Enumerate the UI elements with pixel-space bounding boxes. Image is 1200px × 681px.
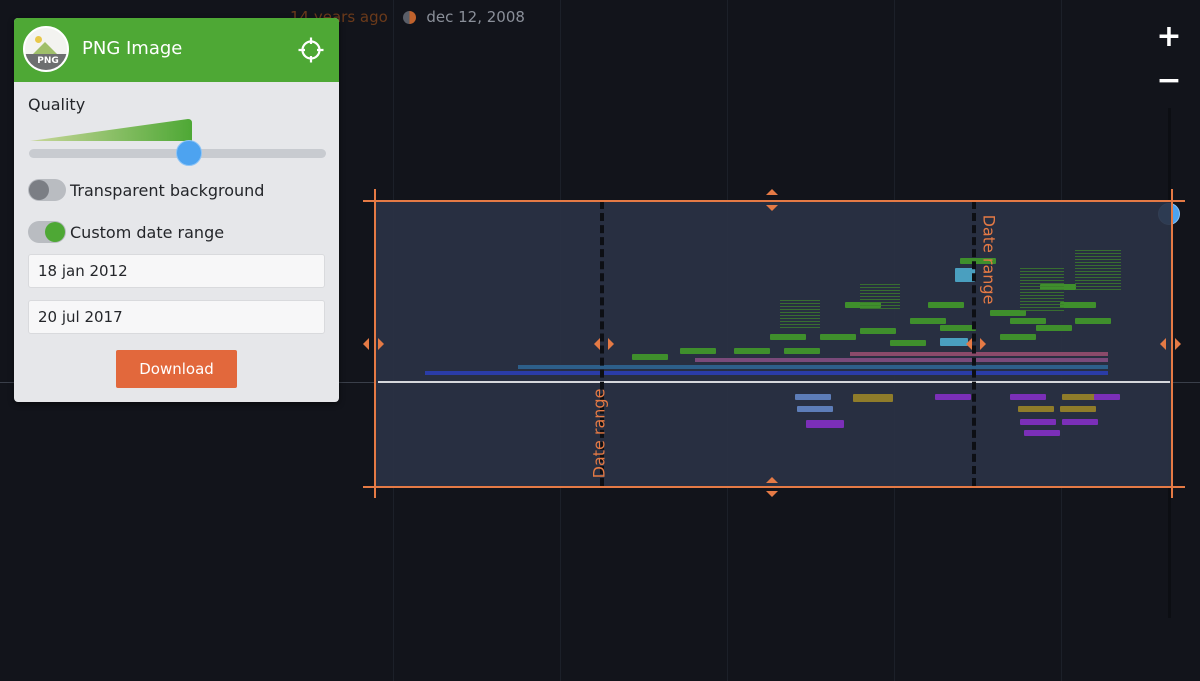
timeline-event (1060, 302, 1096, 308)
timeline-event (1010, 318, 1046, 324)
timeline-band (518, 365, 1108, 369)
timeline-event (940, 325, 976, 331)
range-start-marker[interactable] (600, 201, 604, 486)
toggle-knob (45, 222, 65, 242)
timeline-event (860, 328, 896, 334)
selection-top-edge[interactable] (363, 200, 1185, 202)
timeline-event (1094, 394, 1120, 400)
range-start-right-arrow-icon[interactable] (608, 338, 614, 350)
event-description (780, 300, 820, 328)
event-description (860, 284, 900, 310)
quality-label: Quality (28, 95, 86, 114)
plus-icon: + (1156, 19, 1182, 54)
event-description (1075, 250, 1121, 290)
timeline-event (806, 420, 844, 428)
timeline-event (940, 338, 968, 346)
range-end-label: Date range (979, 214, 999, 305)
timeline-event (1020, 419, 1056, 425)
timeline-event (928, 302, 964, 308)
resize-top-down-arrow-icon[interactable] (766, 205, 778, 211)
timeline-event (1060, 406, 1096, 412)
range-start-left-arrow-icon[interactable] (594, 338, 600, 350)
zoom-out-button[interactable]: − (1155, 66, 1183, 96)
timeline-event (795, 394, 831, 400)
timeline-event (1010, 394, 1046, 400)
timeline-event (853, 394, 893, 402)
event-description (1020, 268, 1064, 312)
download-button[interactable]: Download (116, 350, 237, 388)
timeline-event (935, 394, 971, 400)
timeline-event (784, 348, 820, 354)
timeline-band (850, 352, 1108, 356)
resize-left-arrow-icon[interactable] (378, 338, 384, 350)
current-date: dec 12, 2008 (426, 8, 525, 26)
custom-date-range-toggle[interactable] (28, 221, 66, 243)
end-date-field[interactable] (28, 300, 325, 334)
resize-right-arrow-icon[interactable] (1175, 338, 1181, 350)
export-selection-area[interactable] (375, 201, 1172, 486)
resize-top-up-arrow-icon[interactable] (766, 189, 778, 195)
timeline-event (1018, 406, 1054, 412)
timeline-event (1000, 334, 1036, 340)
resize-right-arrow-icon[interactable] (1160, 338, 1166, 350)
resize-bottom-up-arrow-icon[interactable] (766, 477, 778, 483)
timeline-band (425, 371, 1108, 375)
timeline-event (734, 348, 770, 354)
quality-slider-handle[interactable] (176, 140, 202, 166)
timeline-event (960, 258, 996, 264)
range-end-left-arrow-icon[interactable] (966, 338, 972, 350)
transparent-background-toggle[interactable] (28, 179, 66, 201)
timeline-event (910, 318, 946, 324)
custom-date-range-label: Custom date range (70, 223, 225, 242)
day-night-icon (402, 11, 416, 24)
png-badge-text: PNG (25, 54, 67, 70)
timeline-event (955, 268, 975, 282)
quality-indicator (30, 119, 192, 141)
range-start-label: Date range (589, 388, 609, 479)
timeline-event (990, 310, 1026, 316)
timeline-event (1075, 318, 1111, 324)
timeline-event (797, 406, 833, 412)
range-end-right-arrow-icon[interactable] (980, 338, 986, 350)
timeline-event (1036, 325, 1072, 331)
png-export-panel: PNG PNG Image Quality Transparent backgr… (14, 18, 339, 402)
transparent-background-label: Transparent background (70, 181, 265, 200)
timeline-event (1062, 394, 1098, 400)
selection-bottom-edge[interactable] (363, 486, 1185, 488)
selection-left-edge[interactable] (374, 189, 376, 498)
png-image-icon: PNG (23, 26, 69, 72)
timeline-event (890, 340, 926, 346)
timeline-event (680, 348, 716, 354)
timeline-event (1062, 419, 1098, 425)
resize-left-arrow-icon[interactable] (363, 338, 369, 350)
panel-title: PNG Image (82, 38, 183, 59)
zoom-in-button[interactable]: + (1155, 22, 1183, 52)
start-date-field[interactable] (28, 254, 325, 288)
minus-icon: − (1156, 63, 1182, 98)
timeline-event (1024, 430, 1060, 436)
toggle-knob (29, 180, 49, 200)
timeline-event (770, 334, 806, 340)
timeline-band (695, 358, 1108, 362)
panel-header: PNG PNG Image (14, 18, 339, 82)
timeline-event (820, 334, 856, 340)
timeline-event (632, 354, 668, 360)
crosshair-target-icon[interactable] (298, 37, 324, 63)
preview-axis (378, 381, 1170, 383)
selection-right-edge[interactable] (1171, 189, 1173, 498)
range-end-marker[interactable] (972, 201, 976, 486)
resize-bottom-down-arrow-icon[interactable] (766, 491, 778, 497)
